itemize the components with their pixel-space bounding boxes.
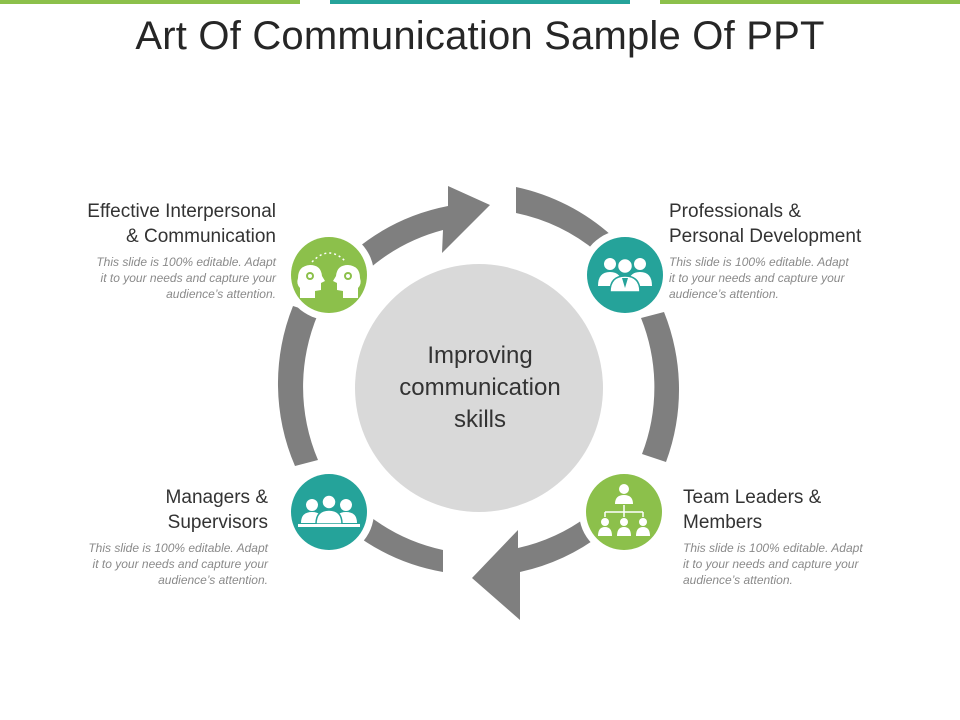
ring-arc-bottom-left — [352, 515, 443, 572]
heading-line-1: Professionals & — [669, 201, 802, 222]
top-accent-bar-left — [0, 0, 300, 4]
desc-line-2: it to your needs and capture your — [100, 271, 276, 285]
icon-node-bottom-left — [284, 467, 374, 557]
desc-line-3: audience’s attention. — [158, 573, 268, 587]
heading-line-1: Effective Interpersonal — [87, 201, 276, 222]
heading-line-1: Team Leaders & — [683, 487, 822, 508]
text-block-professionals: Professionals & Personal Development Thi… — [669, 199, 919, 302]
heads-with-gears-icon — [297, 252, 361, 298]
ring-arc-top-right — [516, 187, 612, 252]
block-description: This slide is 100% editable. Adapt it to… — [669, 254, 919, 302]
heading-line-2: & Communication — [126, 226, 276, 247]
desc-line-2: it to your needs and capture your — [92, 557, 268, 571]
desc-line-1: This slide is 100% editable. Adapt — [88, 541, 268, 555]
ring-arc-top-left — [355, 186, 490, 268]
ring-arc-right — [641, 312, 680, 462]
org-hierarchy-icon — [598, 484, 650, 536]
center-label-line-1: Improving — [427, 342, 533, 369]
heading-line-2: Personal Development — [669, 226, 862, 247]
team-group-icon — [598, 257, 652, 293]
top-accent-bar-right — [660, 0, 960, 4]
desc-line-3: audience’s attention. — [669, 287, 779, 301]
block-heading: Team Leaders & Members — [683, 485, 923, 535]
icon-node-top-right — [580, 230, 670, 320]
icon-node-top-left — [284, 230, 374, 320]
center-label-line-3: skills — [454, 406, 506, 433]
block-description: This slide is 100% editable. Adapt it to… — [683, 540, 923, 588]
desc-line-1: This slide is 100% editable. Adapt — [96, 255, 276, 269]
heading-line-1: Managers & — [165, 487, 268, 508]
text-block-team-leaders: Team Leaders & Members This slide is 100… — [683, 485, 923, 588]
text-block-managers: Managers & Supervisors This slide is 100… — [40, 485, 268, 588]
desc-line-1: This slide is 100% editable. Adapt — [669, 255, 849, 269]
people-group-icon — [298, 494, 360, 527]
ring-arc-left — [277, 306, 318, 466]
desc-line-3: audience’s attention. — [166, 287, 276, 301]
block-description: This slide is 100% editable. Adapt it to… — [40, 540, 268, 588]
desc-line-1: This slide is 100% editable. Adapt — [683, 541, 863, 555]
desc-line-3: audience’s attention. — [683, 573, 793, 587]
heading-line-2: Supervisors — [167, 512, 268, 533]
center-label: Improving communication skills — [360, 340, 600, 436]
icon-node-bottom-right — [579, 467, 669, 557]
center-circle — [355, 264, 603, 512]
heading-line-2: Members — [683, 512, 763, 533]
top-accent-bar-center — [330, 0, 630, 4]
center-label-line-2: communication — [399, 374, 561, 401]
desc-line-2: it to your needs and capture your — [669, 271, 845, 285]
ring-arc-bottom-right — [472, 516, 602, 620]
text-block-effective-interpersonal: Effective Interpersonal & Communication … — [40, 199, 276, 302]
block-heading: Managers & Supervisors — [40, 485, 268, 535]
slide-title: Art Of Communication Sample Of PPT — [135, 14, 825, 58]
block-heading: Effective Interpersonal & Communication — [40, 199, 276, 249]
desc-line-2: it to your needs and capture your — [683, 557, 859, 571]
block-description: This slide is 100% editable. Adapt it to… — [40, 254, 276, 302]
block-heading: Professionals & Personal Development — [669, 199, 919, 249]
